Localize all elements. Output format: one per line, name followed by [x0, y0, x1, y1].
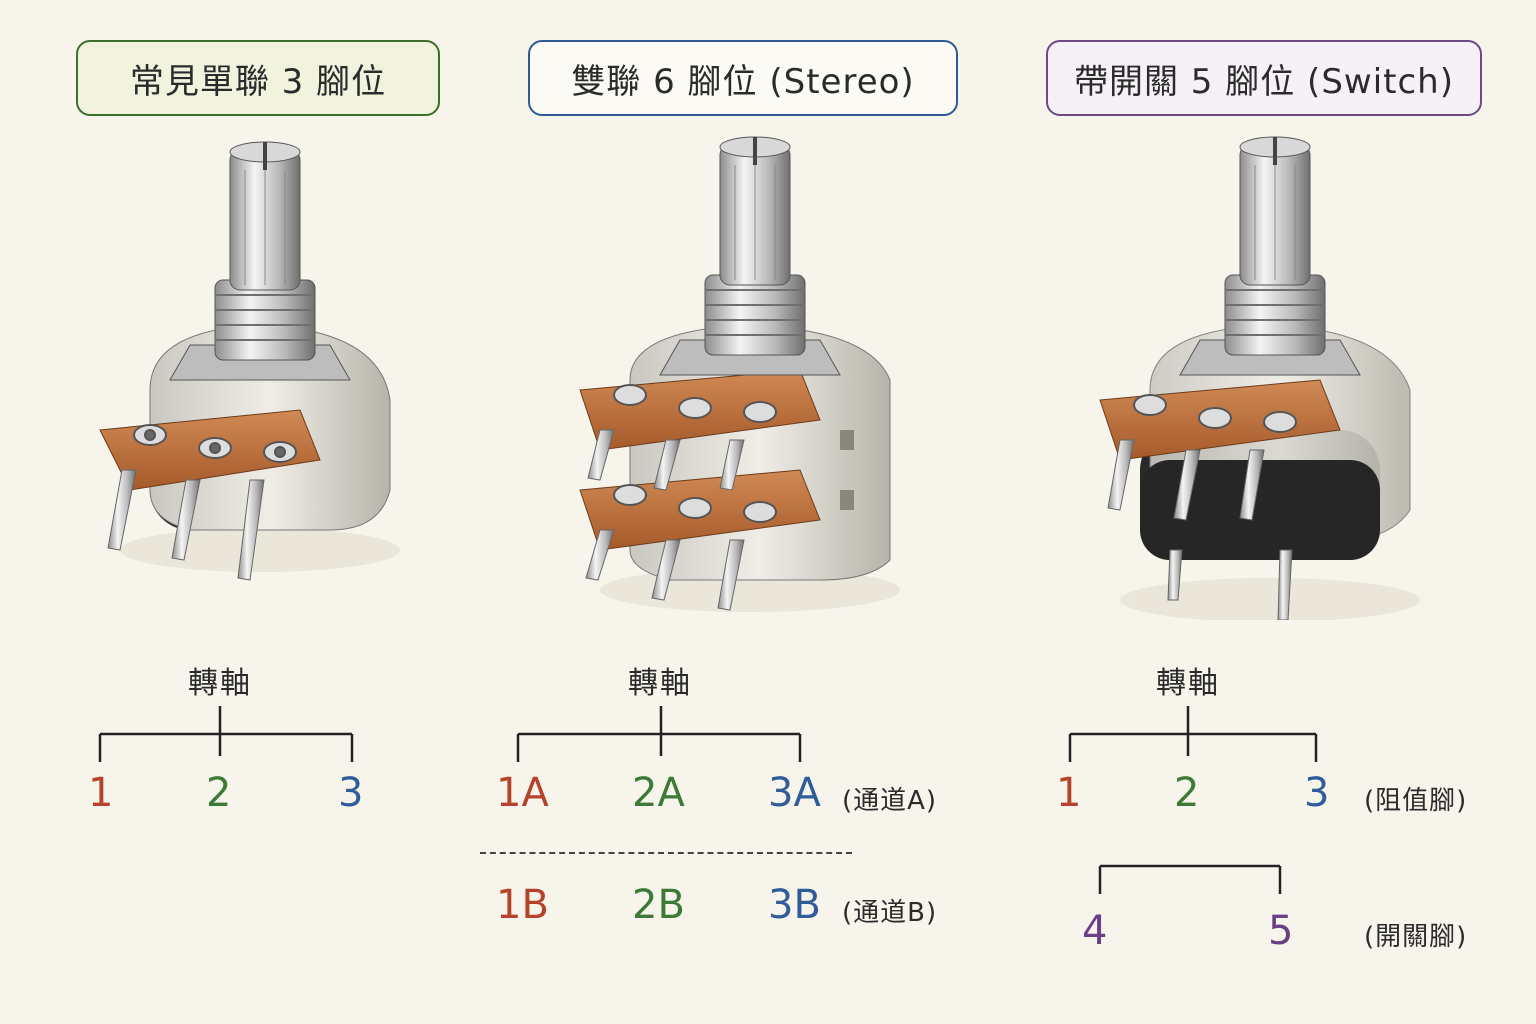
pin-1-label: 1 — [88, 770, 114, 816]
shaft-label: 轉軸 — [628, 666, 692, 701]
pin-1-label: 1 — [1056, 770, 1082, 816]
resistance-pins-note: (阻值腳) — [1364, 786, 1468, 816]
pin-3a-label: 3A — [768, 770, 821, 816]
pin-bracket — [98, 706, 354, 762]
pin-2-label: 2 — [1174, 770, 1200, 816]
potentiometer-dual-illustration — [579, 136, 900, 612]
panel-switch: 帶開關 5 腳位 (Switch) 轉軸 1 — [1030, 0, 1536, 1024]
panel-title: 雙聯 6 腳位 (Stereo) — [528, 40, 958, 116]
pin-3-label: 3 — [1304, 770, 1330, 816]
pin-4-label: 4 — [1082, 908, 1108, 954]
switch-bracket — [1098, 864, 1282, 894]
pin-2-label: 2 — [206, 770, 232, 816]
pin-3-label: 3 — [338, 770, 364, 816]
switch-pins-note: (開關腳) — [1364, 922, 1468, 952]
shaft-label: 轉軸 — [1156, 666, 1220, 701]
pin-5-label: 5 — [1268, 908, 1294, 954]
panel-title: 常見單聯 3 腳位 — [76, 40, 440, 116]
panel-single-gang: 常見單聯 3 腳位 轉軸 1 2 3 — [0, 0, 470, 1024]
channel-b-note: (通道B) — [842, 898, 938, 928]
pin-1b-label: 1B — [496, 882, 549, 928]
pin-1a-label: 1A — [496, 770, 549, 816]
channel-divider — [480, 852, 852, 854]
pin-2b-label: 2B — [632, 882, 685, 928]
panel-title: 帶開關 5 腳位 (Switch) — [1046, 40, 1482, 116]
shaft-label: 轉軸 — [188, 666, 252, 701]
potentiometer-switch-illustration — [1099, 136, 1420, 620]
panel-dual-gang: 雙聯 6 腳位 (Stereo) 轉軸 — [470, 0, 1030, 1024]
pin-3b-label: 3B — [768, 882, 821, 928]
pin-bracket — [1068, 706, 1318, 762]
pin-2a-label: 2A — [632, 770, 685, 816]
pin-bracket — [516, 706, 802, 762]
channel-a-note: (通道A) — [842, 786, 938, 816]
potentiometer-single-illustration — [99, 141, 400, 581]
